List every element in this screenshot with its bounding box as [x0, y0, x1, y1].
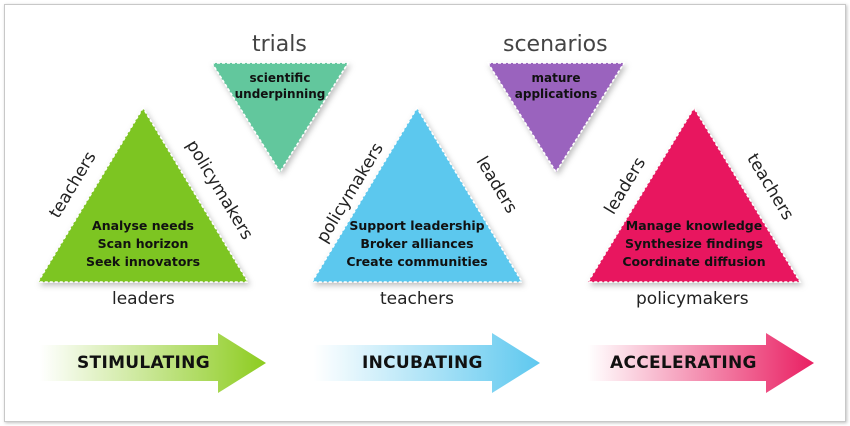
trials-title: trials: [252, 32, 307, 57]
trials-line-1: scientific: [249, 71, 311, 85]
scenarios-title: scenarios: [503, 32, 608, 57]
stimulating-line-2: Scan horizon: [97, 236, 189, 251]
stimulating-triangle-text: Analyse needs Scan horizon Seek innovato…: [43, 217, 243, 271]
stimulating-bottom-label: leaders: [112, 289, 175, 309]
accelerating-line-2: Synthesize findings: [625, 236, 763, 251]
incubating-line-2: Broker alliances: [360, 236, 474, 251]
incubating-arrow: [314, 333, 540, 393]
stimulating-line-1: Analyse needs: [92, 218, 194, 233]
accelerating-triangle: [586, 106, 802, 283]
accelerating-arrow: [588, 333, 814, 393]
accelerating-line-1: Manage knowledge: [625, 218, 763, 233]
incubating-arrow-label: INCUBATING: [362, 353, 483, 373]
trials-connector-triangle: [210, 62, 350, 174]
accelerating-line-3: Coordinate diffusion: [622, 254, 766, 269]
scenarios-line-2: applications: [514, 87, 598, 101]
accelerating-arrow-label: ACCELERATING: [610, 353, 757, 373]
accelerating-bottom-label: policymakers: [636, 289, 749, 309]
scenarios-line-1: mature: [531, 71, 581, 85]
stimulating-arrow-label: STIMULATING: [77, 353, 210, 373]
incubating-triangle-text: Support leadership Broker alliances Crea…: [317, 217, 517, 271]
incubating-line-1: Support leadership: [349, 218, 485, 233]
trials-line-2: underpinning: [234, 87, 326, 101]
stimulating-line-3: Seek innovators: [85, 254, 201, 269]
scenarios-connector-text: mature applications: [486, 70, 626, 102]
incubating-bottom-label: teachers: [380, 289, 454, 309]
accelerating-triangle-text: Manage knowledge Synthesize findings Coo…: [594, 217, 794, 271]
stimulating-triangle: [36, 106, 250, 283]
trials-connector-text: scientific underpinning: [210, 70, 350, 102]
incubating-triangle: [310, 106, 524, 283]
incubating-line-3: Create communities: [346, 254, 488, 269]
scenarios-connector-triangle: [486, 62, 626, 174]
stimulating-arrow: [40, 333, 266, 393]
